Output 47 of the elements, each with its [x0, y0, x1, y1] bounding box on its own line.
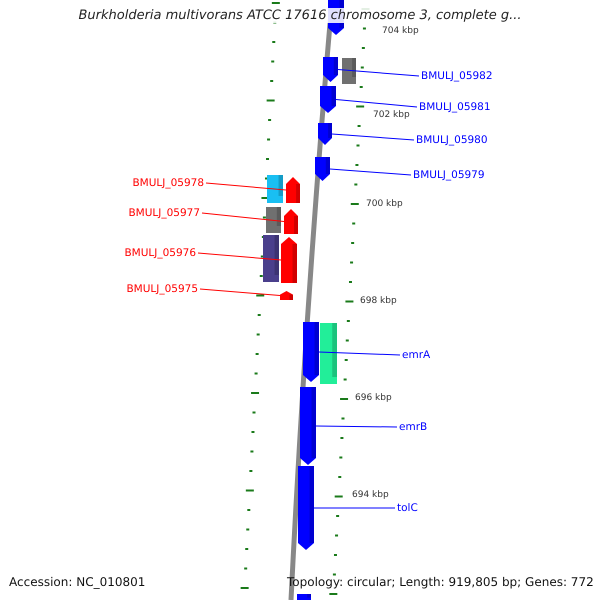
gene-label: BMULJ_05981	[419, 101, 491, 113]
gene-feature	[284, 209, 298, 234]
leader-line	[330, 168, 412, 176]
gene-label: BMULJ_05982	[421, 70, 493, 82]
leader-line	[336, 99, 418, 108]
gene-feature	[323, 57, 338, 82]
scale-label: 696 kbp	[355, 393, 392, 403]
gene-label: BMULJ_05977	[128, 207, 200, 219]
gene-feature	[303, 322, 319, 382]
gene-feature	[300, 387, 316, 465]
leader-line	[198, 252, 282, 260]
scale-label: 694 kbp	[352, 490, 389, 500]
leader-line	[200, 288, 280, 296]
leader-line	[316, 426, 398, 428]
gene-label: emrA	[402, 349, 430, 361]
gene-feature	[315, 157, 330, 181]
leader-line	[338, 69, 420, 76]
diagram-title: Burkholderia multivorans ATCC 17616 chromosome 3, complete g...	[78, 8, 522, 23]
scale-label: 702 kbp	[373, 110, 410, 120]
gene-feature	[298, 466, 314, 550]
gene-label: emrB	[399, 421, 428, 433]
gene-block	[263, 235, 279, 282]
gene-label: BMULJ_05978	[132, 177, 204, 189]
gene-block	[266, 207, 281, 233]
scale-label: 698 kbp	[360, 296, 397, 306]
leader-line	[332, 134, 414, 140]
scale-label: 704 kbp	[382, 26, 419, 36]
footer-text: Topology: circular; Length: 919,805 bp; Genes: 772	[287, 575, 594, 589]
leader-line	[202, 212, 284, 222]
gene-label: BMULJ_05979	[413, 169, 485, 181]
gene-label: BMULJ_05980	[416, 134, 488, 146]
footer-text: Accession: NC_010801	[9, 575, 146, 589]
leader-line	[206, 182, 286, 190]
gene-feature	[281, 237, 297, 283]
gene-feature	[320, 86, 336, 113]
gene-label: BMULJ_05976	[124, 247, 196, 259]
gene-block	[342, 58, 356, 84]
gene-feature	[318, 123, 332, 145]
gene-block	[320, 323, 337, 384]
gene-label: BMULJ_05975	[126, 283, 198, 295]
gene-block	[297, 594, 311, 600]
gene-feature	[280, 291, 293, 300]
gene-feature	[286, 177, 300, 203]
gene-label: tolC	[397, 502, 418, 514]
scale-label: 700 kbp	[366, 199, 403, 209]
gene-block	[267, 175, 283, 203]
leader-line	[318, 352, 400, 356]
